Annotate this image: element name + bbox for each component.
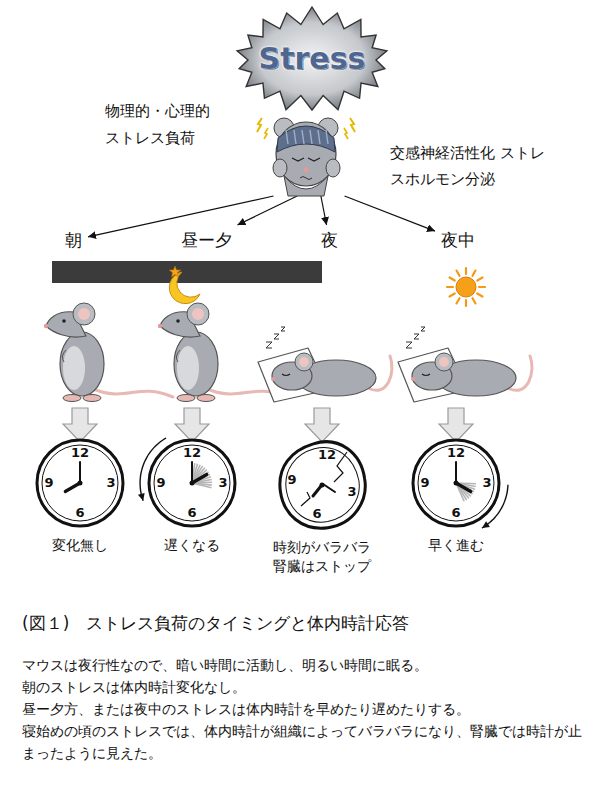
clock-outcome: 変化無し (5, 536, 155, 555)
clock-numeral: 9 (287, 473, 296, 487)
time-label: 夜中 (441, 230, 475, 250)
explanation-text: 朝のストレスは体内時計変化なし。 (22, 677, 582, 699)
time-of-day-label: 昼ー夕 (178, 228, 235, 252)
time-label: 朝 (65, 230, 82, 250)
clock-numeral: 6 (187, 506, 196, 520)
clock-numeral: 6 (75, 506, 84, 520)
time-label: 昼ー夕 (181, 230, 232, 250)
clock-numeral: 6 (451, 506, 460, 520)
clock-numeral: 9 (156, 476, 165, 490)
dark-period-band (52, 261, 322, 283)
clock-numeral: 6 (312, 507, 321, 521)
annotation: 物理的・心理的 ストレス負荷 (105, 98, 227, 152)
burst-outline (238, 8, 386, 196)
clock-numeral: 12 (183, 446, 201, 460)
clock-numeral: 3 (347, 485, 356, 499)
clock-face: 12369早く進む (411, 438, 501, 528)
clock-numeral: 9 (420, 476, 429, 490)
clock-outcome: 遅くなる (117, 536, 267, 555)
clock-numeral: 3 (482, 476, 491, 490)
clock-numeral: 12 (71, 446, 89, 460)
clock-numeral: 12 (318, 448, 336, 462)
timing-arrow (237, 196, 297, 225)
annotation: 交感神経活性化 ストレスホルモン分泌 (390, 140, 552, 193)
explanation-text: 昼ー夕方、または夜中のストレスは体内時計を早めたり遅めたりする。 (22, 699, 582, 721)
clock-outcome: 時刻がバラバラ 腎臓はストップ (267, 538, 377, 576)
timing-arrow (321, 196, 327, 225)
explanation-text: 寝始めの頃のストレスでは、体内時計が組織によってバラバラになり、腎臓では時計が止… (22, 721, 582, 764)
clock-numeral: 3 (218, 476, 227, 490)
down-arrow (63, 408, 97, 442)
stress-word: Stress (238, 41, 386, 76)
clock-face: 12369遅くなる (147, 438, 237, 528)
time-of-day-label: 夜中 (438, 228, 478, 252)
moon-icon (169, 272, 200, 304)
explanation-text: マウスは夜行性なので、暗い時間に活動し、明るい時間に眠る。 (22, 655, 582, 677)
clock-numeral: 3 (106, 476, 115, 490)
clock-outcome: 早く進む (381, 536, 531, 555)
clock-numeral: 9 (44, 476, 53, 490)
mouse-awake (44, 303, 173, 402)
clock-face: 12369変化無し (35, 438, 125, 528)
time-of-day-label: 夜 (318, 228, 341, 252)
clock-face: 12369時刻がバラバラ 腎臓はストップ (277, 440, 367, 530)
stress-burst: Stress (238, 8, 386, 196)
timing-arrow (345, 196, 435, 231)
time-of-day-label: 朝 (62, 228, 85, 252)
star-icon (169, 266, 180, 277)
down-arrow (439, 408, 473, 442)
time-label: 夜 (321, 230, 338, 250)
figure-caption: (図１) ストレス負荷のタイミングと体内時計応答 (22, 612, 582, 634)
clock-numeral: 12 (447, 446, 465, 460)
down-arrow (175, 408, 209, 442)
mouse-asleep (258, 327, 392, 402)
sun-icon (447, 268, 485, 306)
timing-arrow (88, 196, 274, 237)
mouse-asleep (398, 327, 532, 402)
down-arrow (305, 408, 339, 442)
